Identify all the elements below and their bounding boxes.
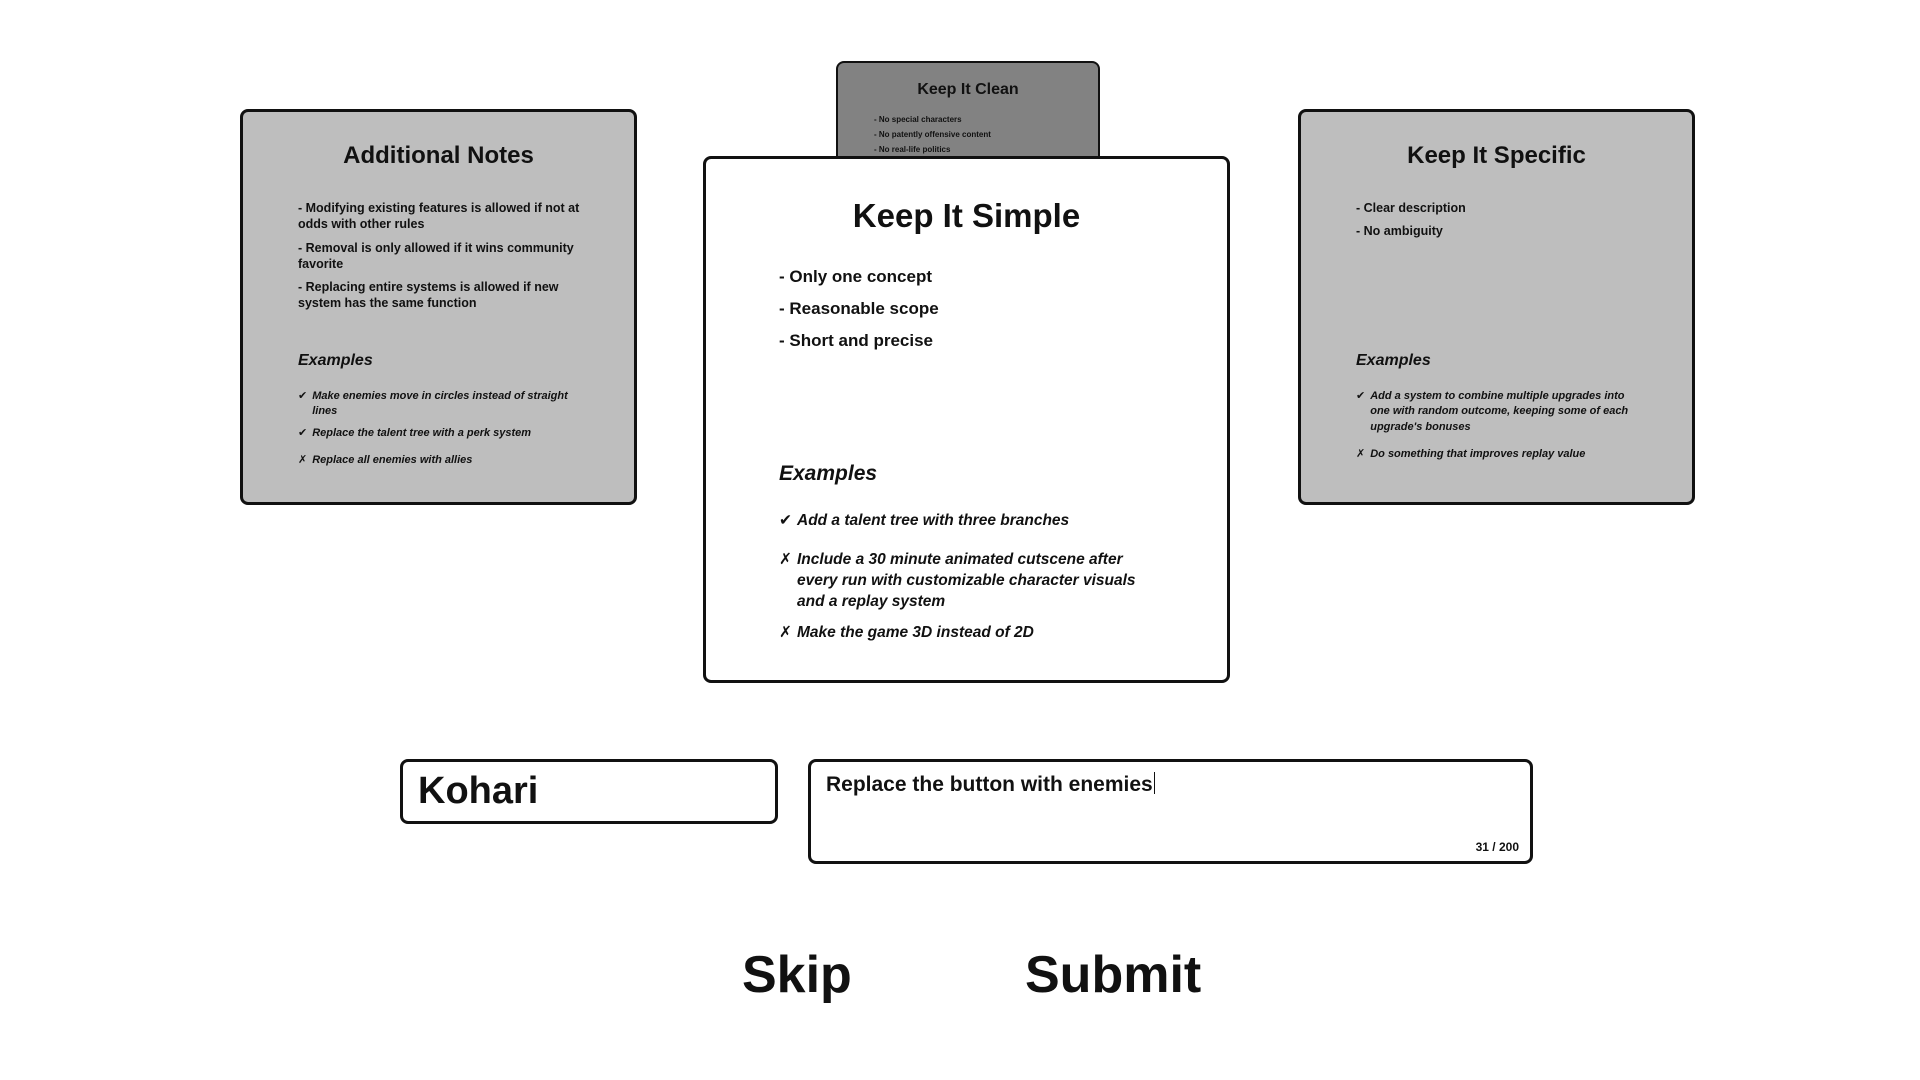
- rules-list: - Clear description - No ambiguity: [1356, 200, 1652, 240]
- example-text: Add a talent tree with three branches: [797, 512, 1070, 529]
- cross-icon: ✗: [779, 623, 792, 641]
- check-icon: ✔: [1356, 390, 1366, 402]
- rule-item: - Clear description: [1356, 201, 1466, 215]
- name-input[interactable]: Kohari: [400, 759, 778, 824]
- rules-list: - No special characters - No patently of…: [874, 115, 1098, 154]
- card-keep-it-simple[interactable]: Keep It Simple - Only one concept - Reas…: [703, 156, 1230, 683]
- example-text: Make the game 3D instead of 2D: [797, 623, 1034, 641]
- example-text: Include a 30 minute animated cutscene af…: [797, 550, 1136, 610]
- example-bad: ✗ Include a 30 minute animated cutscene …: [779, 550, 1147, 613]
- cross-icon: ✗: [779, 550, 792, 568]
- examples-list: ✔ Add a talent tree with three branches …: [779, 511, 1147, 654]
- name-value: Kohari: [418, 770, 539, 812]
- example-text: Replace all enemies with allies: [312, 454, 473, 467]
- skip-button[interactable]: Skip: [742, 946, 852, 1004]
- card-title: Keep It Simple: [852, 197, 1081, 234]
- rule-item: - No special characters: [874, 115, 962, 124]
- example-good: ✔ Add a system to combine multiple upgra…: [1356, 389, 1644, 435]
- check-icon: ✔: [779, 512, 792, 529]
- card-title: Additional Notes: [343, 142, 534, 169]
- card-title: Keep It Specific: [1407, 142, 1586, 169]
- idea-textarea[interactable]: Replace the button with enemies 31 / 200: [808, 759, 1533, 864]
- text-caret: [1153, 772, 1156, 794]
- rule-item: - Removal is only allowed if it wins com…: [298, 240, 574, 271]
- rules-list: - Only one concept - Reasonable scope - …: [779, 267, 1227, 351]
- examples-list: ✔ Make enemies move in circles instead o…: [298, 389, 586, 475]
- card-title: Keep It Clean: [917, 81, 1019, 98]
- example-good: ✔ Make enemies move in circles instead o…: [298, 389, 586, 420]
- rule-item: - No patently offensive content: [874, 130, 991, 139]
- example-good: ✔ Add a talent tree with three branches: [779, 511, 1147, 532]
- examples-heading: Examples: [298, 352, 373, 369]
- idea-value: Replace the button with enemies: [826, 773, 1153, 796]
- examples-heading: Examples: [1356, 352, 1431, 369]
- rule-item: - No ambiguity: [1356, 224, 1443, 239]
- example-bad: ✗ Replace all enemies with allies: [298, 453, 586, 468]
- rule-item: - Only one concept: [779, 267, 933, 286]
- example-text: Add a system to combine multiple upgrade…: [1370, 390, 1629, 433]
- submit-button[interactable]: Submit: [1025, 946, 1202, 1004]
- card-additional-notes[interactable]: Additional Notes - Modifying existing fe…: [240, 109, 637, 505]
- rule-item: - Short and precise: [779, 331, 933, 350]
- example-good: ✔ Replace the talent tree with a perk sy…: [298, 426, 586, 441]
- example-text: Make enemies move in circles instead of …: [312, 390, 568, 418]
- rule-item: - Replacing entire systems is allowed if…: [298, 280, 559, 311]
- card-keep-it-specific[interactable]: Keep It Specific - Clear description - N…: [1298, 109, 1695, 505]
- cross-icon: ✗: [298, 454, 308, 467]
- examples-heading: Examples: [779, 462, 878, 485]
- rule-item: - Reasonable scope: [779, 299, 939, 318]
- example-text: Replace the talent tree with a perk syst…: [312, 426, 532, 439]
- cross-icon: ✗: [1356, 448, 1366, 461]
- char-counter: 31 / 200: [1475, 840, 1519, 854]
- rule-item: - Modifying existing features is allowed…: [298, 201, 580, 232]
- rule-item: - No real-life politics: [874, 145, 951, 154]
- rules-list: - Modifying existing features is allowed…: [298, 200, 594, 312]
- card-keep-it-clean[interactable]: Keep It Clean - No special characters - …: [836, 61, 1100, 171]
- idea-value-line: Replace the button with enemies: [826, 772, 1156, 797]
- check-icon: ✔: [298, 426, 308, 439]
- examples-list: ✔ Add a system to combine multiple upgra…: [1356, 389, 1644, 469]
- check-icon: ✔: [298, 390, 308, 402]
- example-text: Do something that improves replay value: [1370, 448, 1586, 461]
- example-bad: ✗ Do something that improves replay valu…: [1356, 447, 1644, 462]
- example-bad: ✗ Make the game 3D instead of 2D: [779, 623, 1147, 644]
